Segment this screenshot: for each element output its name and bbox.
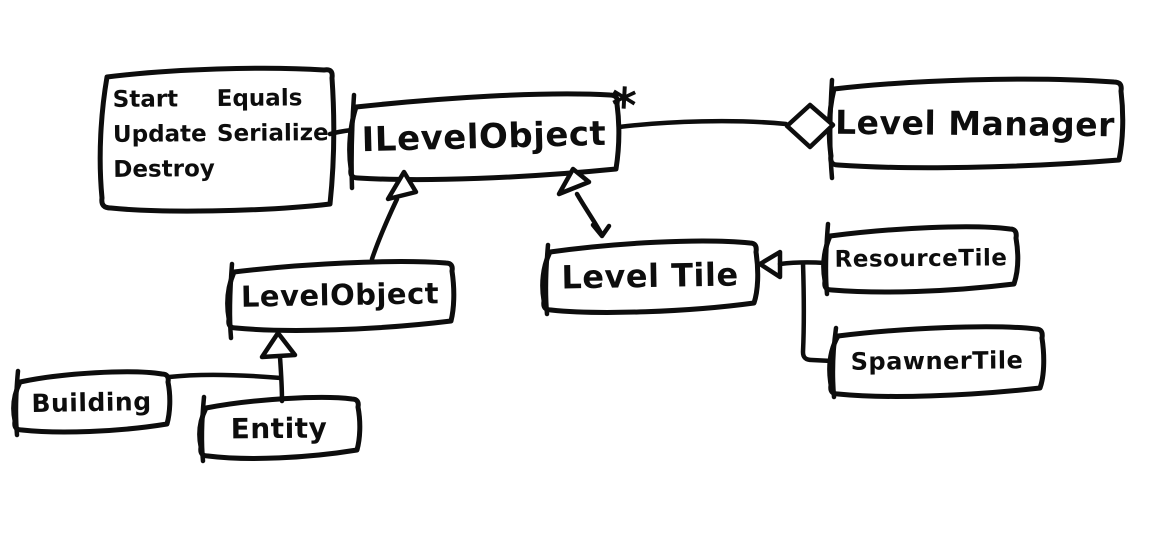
levelmanager-label: Level Manager — [834, 102, 1116, 144]
methods-connector-line — [327, 127, 355, 137]
building-left-edge-stroke — [13, 368, 21, 438]
multiplicity-star: * — [609, 77, 639, 135]
levelobject-label: LevelObject — [240, 276, 440, 314]
method-start: Start — [112, 86, 179, 113]
leveltile-label: Level Tile — [561, 255, 739, 297]
building-label: Building — [31, 386, 152, 419]
tile-inheritance-arrow-icon — [757, 249, 783, 280]
levelobject-inheritance-arrow-icon — [385, 169, 419, 202]
levelobject-left-edge-stroke — [227, 261, 235, 341]
resourcetile-label: ResourceTile — [834, 245, 1008, 273]
leveltile-inheritance-arrow-icon — [556, 166, 592, 197]
ilevelobject-label: ILevelObject — [361, 113, 607, 161]
aggregation-diamond-icon — [784, 102, 836, 150]
leveltile-left-edge-stroke — [543, 242, 551, 317]
resourcetile-left-edge-stroke — [823, 221, 831, 297]
interface-methods-list: Start Equals Update Serialize Destroy — [112, 81, 329, 188]
ilevelobject-left-edge-stroke — [349, 92, 357, 191]
object-inheritance-arrow-icon — [259, 330, 298, 360]
method-serialize: Serialize — [216, 120, 329, 148]
entity-label: Entity — [230, 411, 328, 445]
method-destroy: Destroy — [113, 156, 215, 183]
method-equals: Equals — [216, 85, 303, 113]
spawnertile-label: SpawnerTile — [850, 346, 1024, 376]
spawnertile-inheritance-line — [800, 260, 835, 364]
aggregation-line — [616, 118, 789, 130]
levelobject-inheritance-line — [369, 196, 400, 262]
building-inheritance-line — [166, 372, 284, 381]
entity-left-edge-stroke — [199, 394, 207, 464]
methods-box-outline — [97, 65, 337, 214]
spawnertile-box-outline — [827, 324, 1047, 399]
method-update: Update — [112, 121, 207, 148]
leveltile-box-outline — [540, 238, 761, 315]
leveltile-arrowhead-icon — [590, 222, 612, 239]
